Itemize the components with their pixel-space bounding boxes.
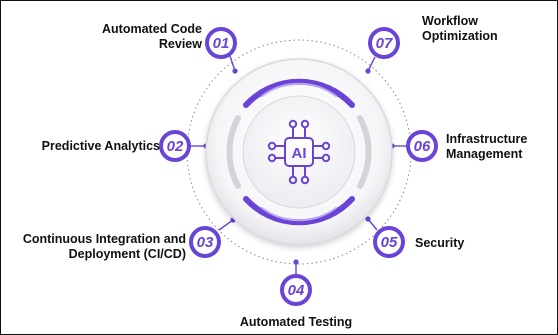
label-infrastructure-management: Infrastructure Management: [446, 132, 528, 161]
node-02: 02: [159, 130, 191, 162]
label-automated-testing: Automated Testing: [239, 315, 353, 329]
label-security: Security: [415, 236, 465, 250]
node-03: 03: [189, 226, 221, 258]
label-predictive-analytics: Predictive Analytics: [41, 139, 160, 153]
inner-disc: [242, 95, 356, 209]
node-number: 01: [213, 35, 230, 52]
connector-dot: [293, 259, 299, 265]
node-04: 04: [280, 274, 312, 306]
connector-dot: [232, 68, 238, 74]
center-arcs: [226, 78, 372, 226]
node-01: 01: [205, 27, 237, 59]
ai-chip-icon: [267, 119, 331, 185]
node-number: 03: [197, 234, 214, 251]
node-06: 06: [406, 130, 438, 162]
connector-dot: [365, 68, 371, 74]
label-continuous-integration: Continuous Integration and Deployment (C…: [22, 232, 186, 261]
ai-chip-text: AI: [292, 145, 307, 162]
node-number: 05: [381, 234, 398, 251]
label-automated-code-review: Automated Code Review: [102, 22, 202, 51]
node-05: 05: [373, 226, 405, 258]
node-number: 06: [414, 138, 431, 155]
connector-03: [218, 219, 234, 231]
node-07: 07: [368, 27, 400, 59]
node-number: 07: [376, 35, 393, 52]
node-number: 02: [167, 138, 184, 155]
node-number: 04: [288, 282, 305, 299]
connector-01: [229, 55, 236, 72]
connector-dot: [365, 216, 371, 222]
label-workflow-optimization: Workflow Optimization: [422, 14, 498, 43]
connector-07: [367, 56, 376, 72]
